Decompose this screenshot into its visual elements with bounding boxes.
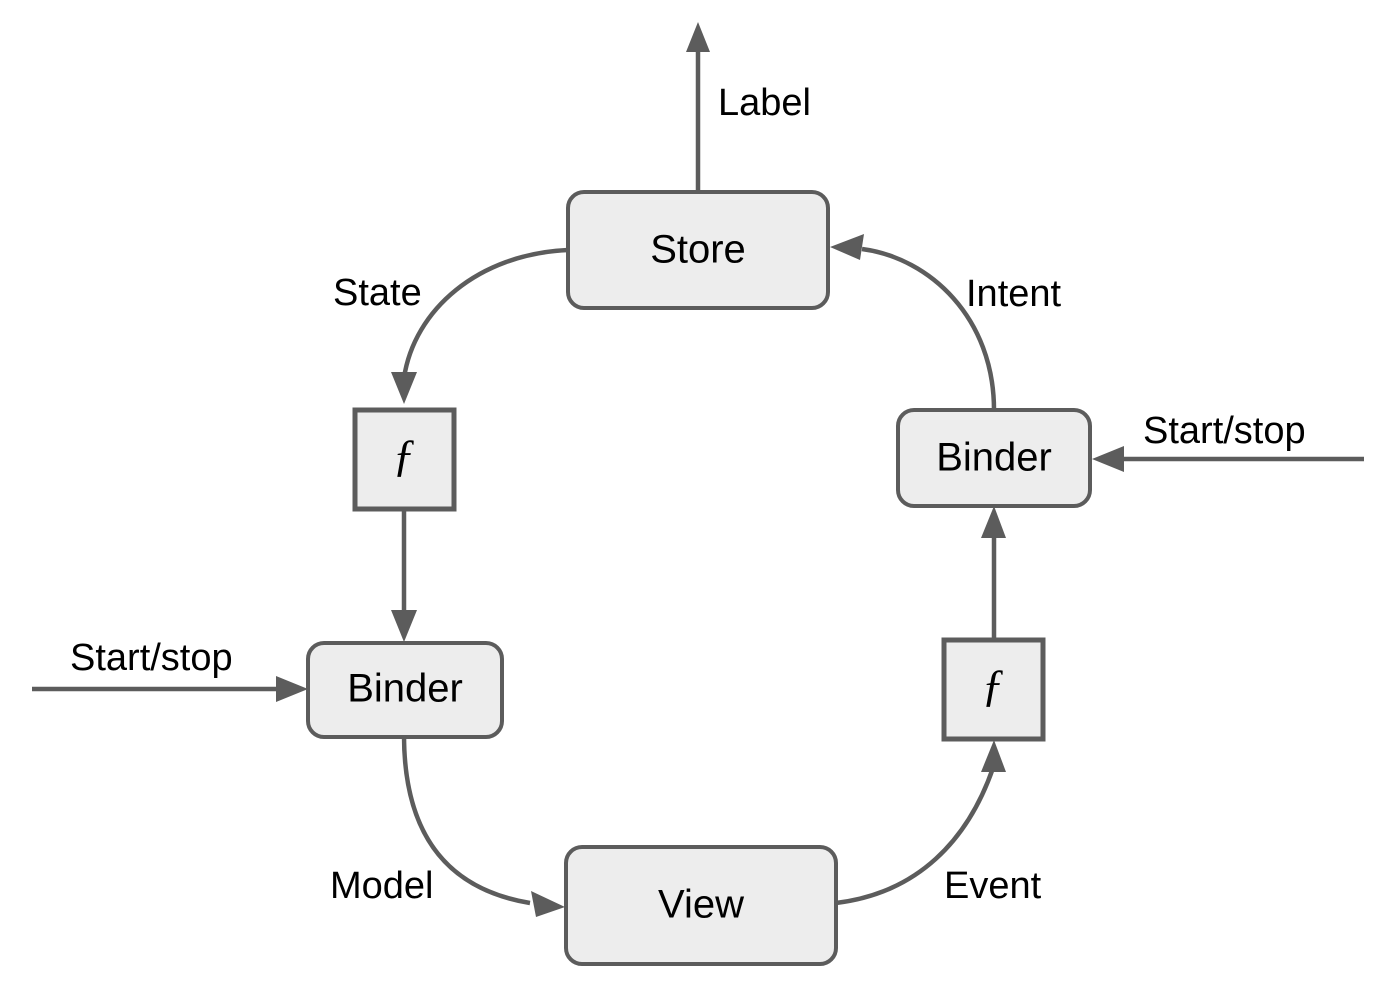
node-binder-right[interactable]: Binder — [896, 408, 1092, 508]
edge-event-arrowhead — [981, 740, 1006, 772]
edge-startstop-right-arrowhead — [1092, 446, 1124, 472]
edge-event — [835, 740, 1006, 906]
node-func-right-label: ƒ — [982, 660, 1005, 711]
node-view[interactable]: View — [564, 845, 838, 966]
edge-func-right-to-binder-arrowhead — [981, 506, 1006, 538]
edge-label-text-state: State — [333, 272, 422, 314]
edge-label-text-label: Label — [718, 82, 811, 124]
edge-model-line — [401, 734, 531, 906]
edge-label-text-startstop-right: Start/stop — [1143, 410, 1306, 452]
edge-startstop-left-arrowhead — [276, 676, 308, 702]
node-func-left-label: ƒ — [393, 430, 416, 481]
node-view-label: View — [658, 883, 744, 927]
edge-intent — [830, 234, 997, 411]
edge-event-line — [835, 767, 996, 906]
node-binder-right-shape[interactable] — [896, 408, 1092, 508]
edge-label-out-arrowhead — [686, 22, 710, 52]
edge-label-text-model: Model — [330, 865, 434, 907]
edge-model — [401, 734, 565, 917]
node-store-shape[interactable] — [566, 190, 830, 310]
edge-state-arrowhead — [391, 372, 417, 404]
node-binder-left-label: Binder — [347, 667, 463, 711]
edge-startstop-left — [32, 676, 308, 702]
node-func-right[interactable]: ƒ — [941, 637, 1046, 742]
node-binder-left-shape[interactable] — [306, 641, 504, 739]
edge-model-arrowhead — [531, 891, 565, 917]
node-binder-right-label: Binder — [936, 436, 1052, 480]
node-func-left-shape[interactable] — [352, 407, 457, 512]
edge-func-right-to-binder — [981, 506, 1006, 640]
edge-startstop-right — [1092, 446, 1364, 472]
edge-state — [391, 247, 569, 404]
node-func-left[interactable]: ƒ — [352, 407, 457, 512]
edge-label-out — [686, 22, 710, 192]
node-store-label: Store — [650, 228, 746, 272]
edge-label-text-intent: Intent — [966, 273, 1062, 315]
edge-label-text-event: Event — [944, 865, 1042, 907]
node-store[interactable]: Store — [566, 190, 830, 310]
edge-intent-line — [861, 246, 997, 411]
node-binder-left[interactable]: Binder — [306, 641, 504, 739]
edge-func-left-to-binder — [391, 508, 417, 642]
edge-label-text-startstop-left: Start/stop — [70, 637, 233, 679]
edge-func-left-to-binder-arrowhead — [391, 610, 417, 642]
node-view-shape[interactable] — [564, 845, 838, 966]
edge-state-line — [401, 247, 569, 379]
node-func-right-shape[interactable] — [941, 637, 1046, 742]
edge-intent-arrowhead — [830, 234, 864, 260]
